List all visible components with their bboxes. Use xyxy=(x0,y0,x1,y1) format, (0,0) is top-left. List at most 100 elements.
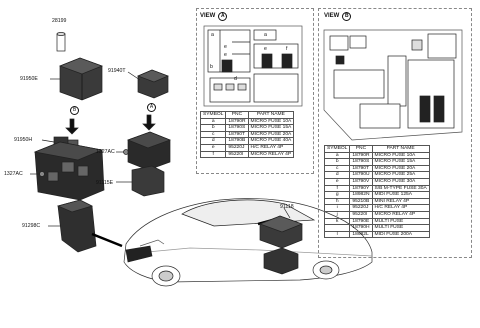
view-a-letter: e xyxy=(224,52,227,58)
cell-pnc: 18790E xyxy=(349,217,373,226)
cell-symbol: i xyxy=(323,204,351,212)
view-a-fuse-layout xyxy=(203,25,303,107)
cell-part-name: MICRO RELAY 4P xyxy=(247,150,295,159)
callout-28199: 28199 xyxy=(52,18,67,24)
view-b-panel xyxy=(318,8,472,258)
cell-pnc: 95220I xyxy=(225,150,249,159)
cell-pnc: 18790T xyxy=(349,164,373,173)
cell-pnc: 18790H xyxy=(349,224,373,232)
cell-pnc: 18790R xyxy=(225,117,249,126)
cell-part-name: MICRO FUSE 20A xyxy=(247,130,295,139)
cell-pnc: 95220I xyxy=(349,210,373,219)
callout-91940T: 91940T xyxy=(108,68,126,74)
header-part-name: PART NAME xyxy=(247,111,295,119)
table-header-row: SYMBOL PNC PART NAME xyxy=(323,145,430,153)
callout-1327AC-b: 1327AC xyxy=(4,171,23,177)
cell-symbol: j xyxy=(323,210,351,219)
cell-symbol: k xyxy=(323,217,351,226)
cell-symbol: b xyxy=(199,124,227,132)
callout-91950E: 91950E xyxy=(20,76,38,82)
cell-pnc: 95210B xyxy=(349,197,373,206)
cell-symbol: d xyxy=(199,137,227,145)
cell-pnc: 18790T xyxy=(225,130,249,139)
table-header-row: SYMBOL PNC PART NAME xyxy=(199,111,295,119)
callout-1327AC-a: 1327AC xyxy=(96,149,115,155)
badge-b-marker: B xyxy=(67,106,79,115)
cell-symbol: c xyxy=(323,164,351,173)
callout-91950H: 91950H xyxy=(14,137,33,143)
cell-pnc: 95220J xyxy=(225,143,249,152)
cell-pnc: 95220J xyxy=(349,204,373,212)
view-a-letter: e xyxy=(224,44,227,50)
cell-symbol: f xyxy=(323,184,351,193)
view-b-fuse-layout xyxy=(323,29,463,141)
cell-symbol: b xyxy=(323,158,351,166)
cell-pnc: 18790S xyxy=(349,158,373,166)
cell-part-name: MICRO FUSE 40A xyxy=(247,137,295,145)
cell-part-name: MIDI FUSE 125A xyxy=(371,191,430,199)
cell-part-name: MICRO FUSE 20A xyxy=(371,164,430,173)
badge-a-marker: A xyxy=(144,103,156,112)
header-pnc: PNC xyxy=(225,111,249,119)
callout-91118: 91118 xyxy=(280,204,294,210)
lower-cover-91298C-part xyxy=(56,199,97,253)
cell-pnc: 18790V xyxy=(349,177,373,186)
view-a-letter: f xyxy=(286,46,288,52)
cell-part-name: S/B M-TYPE FUSE 30A xyxy=(371,184,430,193)
view-b-badge: B xyxy=(342,12,352,21)
cell-part-name: MIDI FUSE 200A xyxy=(371,230,430,239)
cell-part-name: MICRO FUSE 10A xyxy=(247,117,295,126)
callout-91115E: 91115E xyxy=(96,180,114,186)
cell-part-name: MICRO FUSE 10A xyxy=(371,151,430,160)
view-a-letter: a xyxy=(211,32,214,38)
cell-symbol: d xyxy=(323,171,351,179)
cell-part-name: MULTI FUSE xyxy=(371,224,430,232)
cell-symbol: f xyxy=(199,150,227,159)
cell-symbol: h xyxy=(323,197,351,206)
cell-symbol: g xyxy=(323,191,351,199)
badge-a: A xyxy=(147,103,156,112)
header-part-name: PART NAME xyxy=(371,145,430,153)
header-symbol: SYMBOL xyxy=(199,111,227,119)
view-a-letter: a xyxy=(264,32,267,38)
cell-pnc: 18790R xyxy=(349,151,373,160)
view-a-letter: b xyxy=(210,64,213,70)
relay-box-A-part xyxy=(127,131,171,171)
cell-symbol: e xyxy=(199,143,227,152)
junction-box-B-part xyxy=(33,141,105,201)
cell-symbol: c xyxy=(199,130,227,139)
relay-box-cover-part xyxy=(137,69,169,99)
view-a-letter: e xyxy=(264,46,267,52)
callout-91298C: 91298C xyxy=(22,223,41,229)
cell-symbol: a xyxy=(323,151,351,160)
fuse-28199-part xyxy=(56,32,66,52)
header-symbol: SYMBOL xyxy=(323,145,351,153)
cell-part-name: MICRO FUSE 25A xyxy=(371,171,430,179)
cell-pnc: 18790S xyxy=(225,124,249,132)
cell-part-name: MULTI FUSE xyxy=(371,217,430,226)
relay-box-91118-part xyxy=(259,215,303,275)
cell-part-name: MICRO RELAY 4P xyxy=(371,210,430,219)
junction-box-cover-part xyxy=(59,57,103,101)
header-pnc: PNC xyxy=(349,145,373,153)
view-a-letter: d xyxy=(234,76,237,82)
cell-pnc: 18790U xyxy=(349,171,373,179)
cell-pnc: 18790Y xyxy=(349,184,373,193)
view-a-badge: A xyxy=(218,12,228,21)
